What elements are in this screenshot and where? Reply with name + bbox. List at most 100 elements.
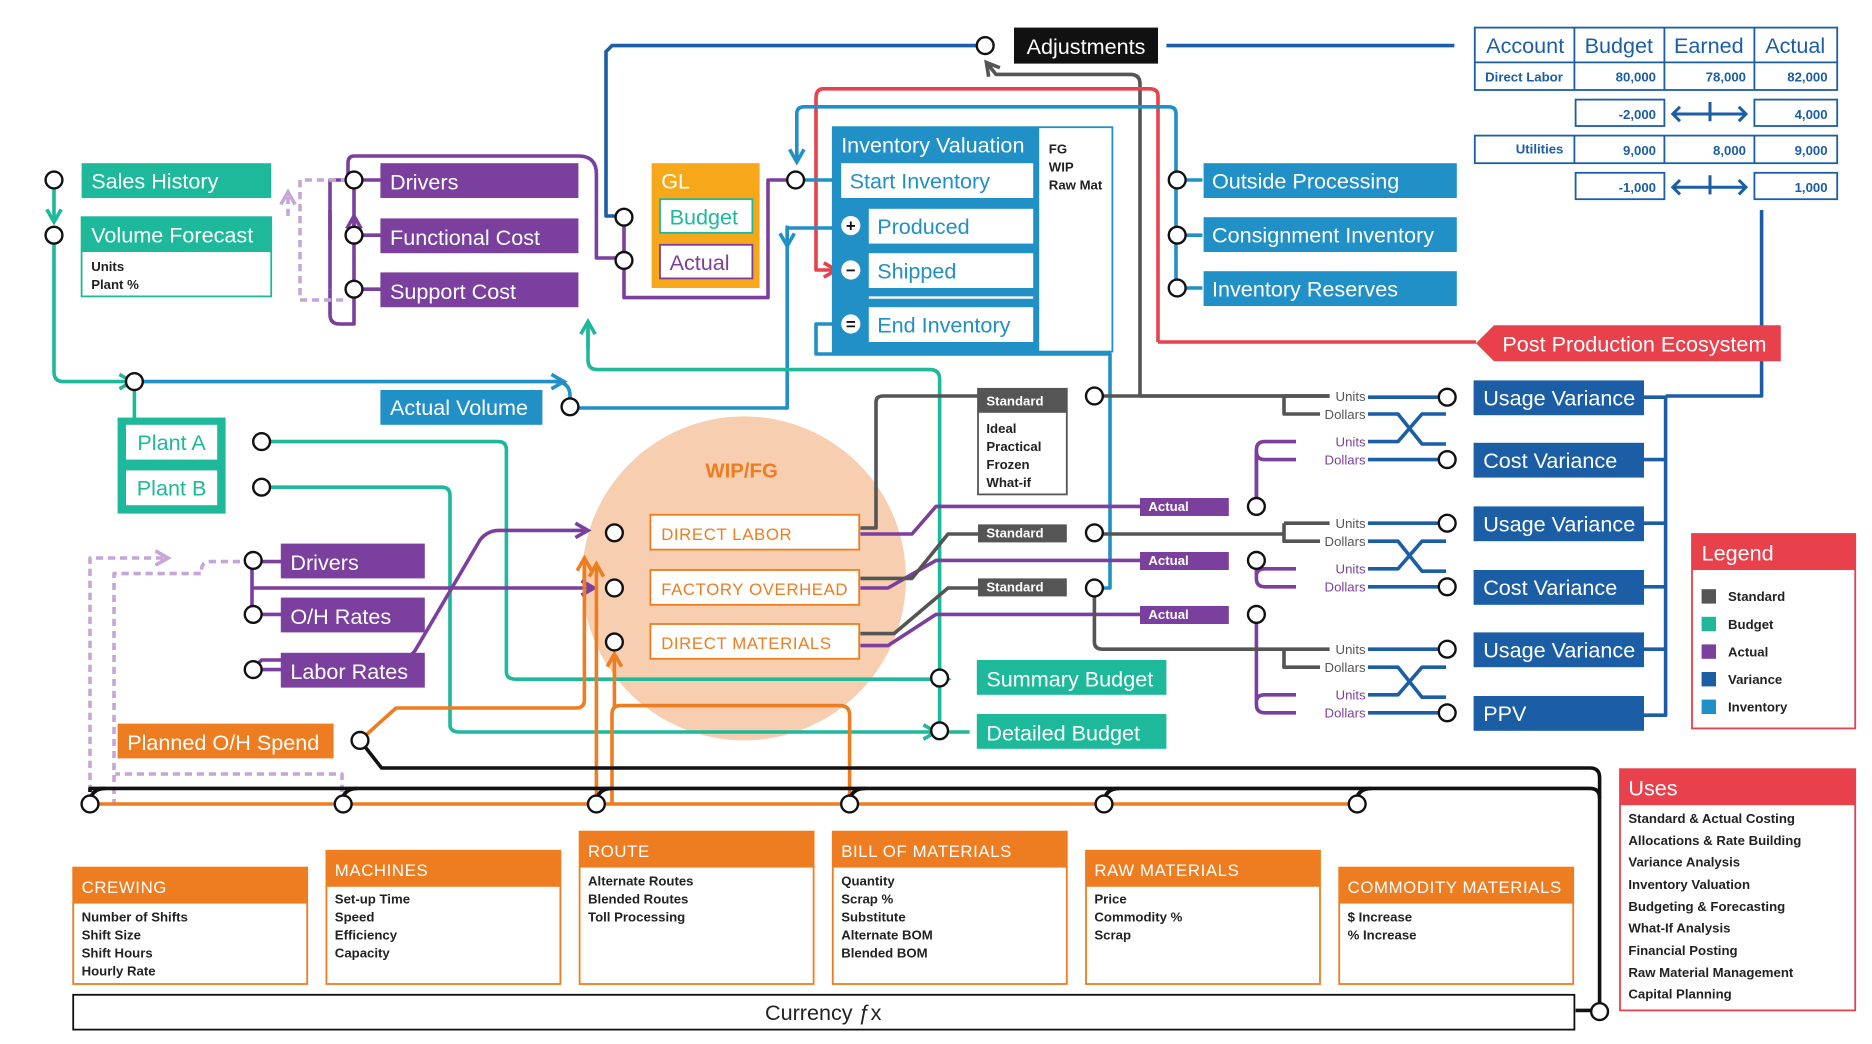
- adjustments-box[interactable]: Adjustments: [1014, 27, 1158, 64]
- inventory-type-wip: WIP: [1049, 160, 1074, 175]
- row-direct-labor-actual: 82,000: [1787, 70, 1827, 85]
- std-units-2: Units: [1336, 516, 1366, 531]
- master-machines-title: MACHINES: [335, 861, 428, 880]
- actual-tag-3-label: Actual: [1148, 607, 1188, 622]
- detailed-budget-box[interactable]: Detailed Budget: [976, 714, 1167, 749]
- master-bill-of-materials[interactable]: BILL OF MATERIALS Quantity Scrap % Subst…: [831, 830, 1068, 985]
- gl-label: GL: [661, 168, 690, 193]
- plant-a-box[interactable]: [126, 424, 218, 460]
- drivers-box-top[interactable]: Drivers: [380, 163, 579, 199]
- variance-cost-2[interactable]: Cost Variance: [1473, 570, 1645, 605]
- diff-arrows: [1670, 102, 1749, 196]
- use-item: Raw Material Management: [1628, 965, 1793, 980]
- adjustments-label: Adjustments: [1027, 34, 1146, 59]
- summary-budget-box[interactable]: Summary Budget: [976, 660, 1167, 695]
- post-production-label: Post Production Ecosystem: [1502, 332, 1766, 357]
- master-commodity-materials[interactable]: COMMODITY MATERIALS $ Increase % Increas…: [1338, 866, 1575, 985]
- wip-title: WIP/FG: [705, 461, 778, 483]
- diff-direct-labor-right: 4,000: [1795, 107, 1828, 122]
- act-units-1: Units: [1336, 434, 1366, 449]
- actual-volume-box[interactable]: Actual Volume: [380, 390, 543, 425]
- post-production-box[interactable]: Post Production Ecosystem: [1476, 325, 1781, 362]
- variance-cost-1-label: Cost Variance: [1483, 448, 1617, 473]
- master-crewing-title: CREWING: [82, 878, 167, 897]
- units-dollars-labels: Units Dollars Units Dollars Units Dollar…: [1320, 389, 1368, 722]
- plus-icon: [841, 216, 861, 236]
- factory-overhead-label: FACTORY OVERHEAD: [661, 580, 848, 599]
- master-route-title: ROUTE: [588, 842, 650, 861]
- start-inventory-box[interactable]: [841, 163, 1034, 199]
- currency-fx-bar[interactable]: Currency ƒx: [72, 993, 1576, 1031]
- row-direct-labor-label: Direct Labor: [1485, 70, 1563, 85]
- consignment-inventory-box[interactable]: Consignment Inventory: [1203, 217, 1457, 253]
- gl-actual-box[interactable]: [659, 243, 754, 280]
- legend-label-budget: Budget: [1728, 617, 1774, 632]
- master-item: Blended Routes: [588, 892, 688, 907]
- gl-budget-label: Budget: [670, 204, 738, 229]
- master-item: Alternate Routes: [588, 874, 694, 889]
- legend-title: Legend: [1702, 540, 1774, 565]
- sales-history-box[interactable]: Sales History: [81, 163, 272, 199]
- diff-utilities-left: -1,000: [1619, 180, 1656, 195]
- actual-volume-label: Actual Volume: [390, 395, 528, 420]
- plant-b-box[interactable]: [126, 470, 218, 506]
- legend-swatch-inventory: [1701, 699, 1717, 714]
- gl-budget-box[interactable]: [659, 198, 754, 234]
- standard-tag-3-label: Standard: [986, 580, 1043, 595]
- uses-title: Uses: [1628, 776, 1677, 801]
- plus-sign: +: [846, 217, 856, 236]
- variance-usage-2[interactable]: Usage Variance: [1473, 506, 1645, 542]
- outside-processing-box[interactable]: Outside Processing: [1203, 163, 1457, 199]
- master-raw-materials-title: RAW MATERIALS: [1094, 861, 1239, 880]
- master-item: Commodity %: [1094, 910, 1182, 925]
- master-route[interactable]: ROUTE Alternate Routes Blended Routes To…: [578, 830, 815, 985]
- variance-cost-2-label: Cost Variance: [1483, 575, 1617, 600]
- actual-tag-2: Actual: [1140, 552, 1229, 570]
- inventory-reserves-box[interactable]: Inventory Reserves: [1203, 271, 1457, 306]
- drivers-box-mid[interactable]: Drivers: [280, 543, 425, 579]
- standard-scenarios-box[interactable]: Standard Ideal Practical Frozen What-if: [977, 387, 1068, 496]
- diff-direct-labor-left: -2,000: [1619, 107, 1656, 122]
- master-item: Shift Hours: [82, 946, 153, 961]
- variance-usage-3[interactable]: Usage Variance: [1473, 632, 1645, 668]
- variance-cost-1[interactable]: Cost Variance: [1473, 442, 1645, 478]
- master-raw-materials[interactable]: RAW MATERIALS Price Commodity % Scrap: [1085, 849, 1321, 985]
- direct-labor-label: DIRECT LABOR: [661, 525, 792, 544]
- end-inventory-box[interactable]: [868, 307, 1034, 342]
- master-crewing[interactable]: CREWING Number of Shifts Shift Size Shif…: [72, 866, 309, 985]
- labor-rates-box[interactable]: Labor Rates: [280, 652, 425, 688]
- gl-actual-label: Actual: [670, 250, 730, 275]
- volume-forecast-box[interactable]: Volume Forecast Units Plant %: [80, 216, 273, 298]
- variance-ppv[interactable]: PPV: [1473, 696, 1645, 731]
- outside-processing-label: Outside Processing: [1212, 168, 1399, 193]
- legend-swatch-variance: [1701, 672, 1717, 687]
- inventory-valuation-box[interactable]: Inventory Valuation FG WIP Raw Mat Start…: [831, 126, 1114, 353]
- summary-budget-label: Summary Budget: [986, 666, 1153, 691]
- produced-label: Produced: [877, 214, 969, 239]
- minus-icon: [841, 260, 861, 280]
- gl-box[interactable]: GL Budget Actual: [651, 163, 760, 288]
- direct-labor-box[interactable]: DIRECT LABOR: [649, 513, 861, 551]
- detailed-budget-label: Detailed Budget: [986, 720, 1140, 745]
- produced-box[interactable]: [868, 208, 1034, 244]
- oh-rates-box[interactable]: O/H Rates: [280, 597, 425, 633]
- direct-materials-box[interactable]: DIRECT MATERIALS: [649, 623, 861, 660]
- row-utilities-label: Utilities: [1516, 142, 1564, 157]
- standard-ideal: Ideal: [986, 421, 1016, 436]
- functional-cost-box[interactable]: Functional Cost: [380, 218, 579, 254]
- std-dollars-2: Dollars: [1325, 534, 1366, 549]
- factory-overhead-box[interactable]: FACTORY OVERHEAD: [649, 569, 861, 606]
- planned-oh-spend-box[interactable]: Planned O/H Spend: [117, 723, 334, 759]
- master-item: Price: [1094, 892, 1126, 907]
- variance-usage-1[interactable]: Usage Variance: [1473, 380, 1645, 416]
- master-item: Capacity: [335, 946, 391, 961]
- use-item: Allocations & Rate Building: [1628, 833, 1801, 848]
- direct-materials-label: DIRECT MATERIALS: [661, 634, 831, 653]
- shipped-box[interactable]: [868, 253, 1034, 288]
- standard-practical: Practical: [986, 439, 1041, 454]
- master-machines[interactable]: MACHINES Set-up Time Speed Efficiency Ca…: [325, 849, 562, 985]
- standard-tag-3: Standard: [978, 578, 1067, 597]
- actual-tag-3: Actual: [1140, 606, 1229, 624]
- support-cost-box[interactable]: Support Cost: [380, 272, 579, 308]
- act-units-3: Units: [1336, 688, 1366, 703]
